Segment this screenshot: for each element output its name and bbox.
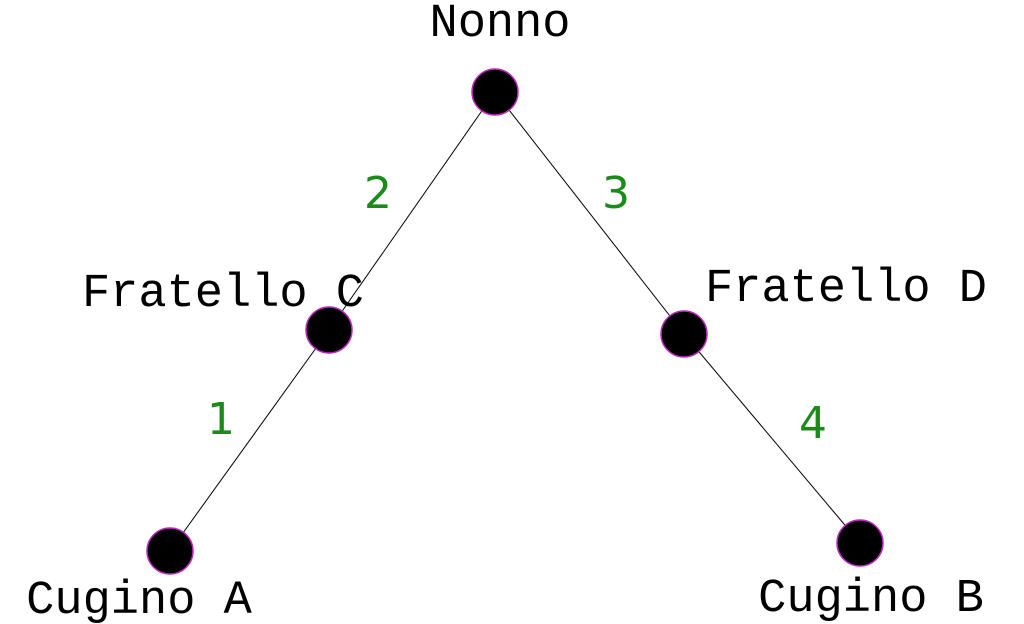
node-nonno <box>471 68 519 116</box>
edge-fratello-c-cugino-a <box>169 329 330 552</box>
node-label-fratello-c: Fratello C <box>82 268 364 321</box>
edges <box>169 91 861 552</box>
edge-labels: 2 3 1 4 <box>207 168 827 449</box>
node-cugino-b <box>836 519 884 567</box>
edge-fratello-d-cugino-b <box>683 333 861 544</box>
edge-label-fratello-d-cugino-b: 4 <box>799 398 827 449</box>
nodes <box>146 68 884 575</box>
edge-label-nonno-fratello-d: 3 <box>602 168 630 219</box>
edge-label-nonno-fratello-c: 2 <box>364 168 392 219</box>
node-cugino-a <box>146 527 194 575</box>
node-fratello-d <box>660 310 708 358</box>
node-label-fratello-d: Fratello D <box>705 263 987 316</box>
edge-nonno-fratello-c <box>328 91 496 331</box>
edge-nonno-fratello-d <box>494 91 685 335</box>
node-fratello-c <box>305 306 353 354</box>
node-labels: Nonno Fratello C Fratello D Cugino A Cug… <box>26 0 987 624</box>
node-label-cugino-a: Cugino A <box>26 575 252 624</box>
edge-label-fratello-c-cugino-a: 1 <box>207 394 235 445</box>
node-label-nonno: Nonno <box>429 0 570 51</box>
node-label-cugino-b: Cugino B <box>758 573 984 624</box>
